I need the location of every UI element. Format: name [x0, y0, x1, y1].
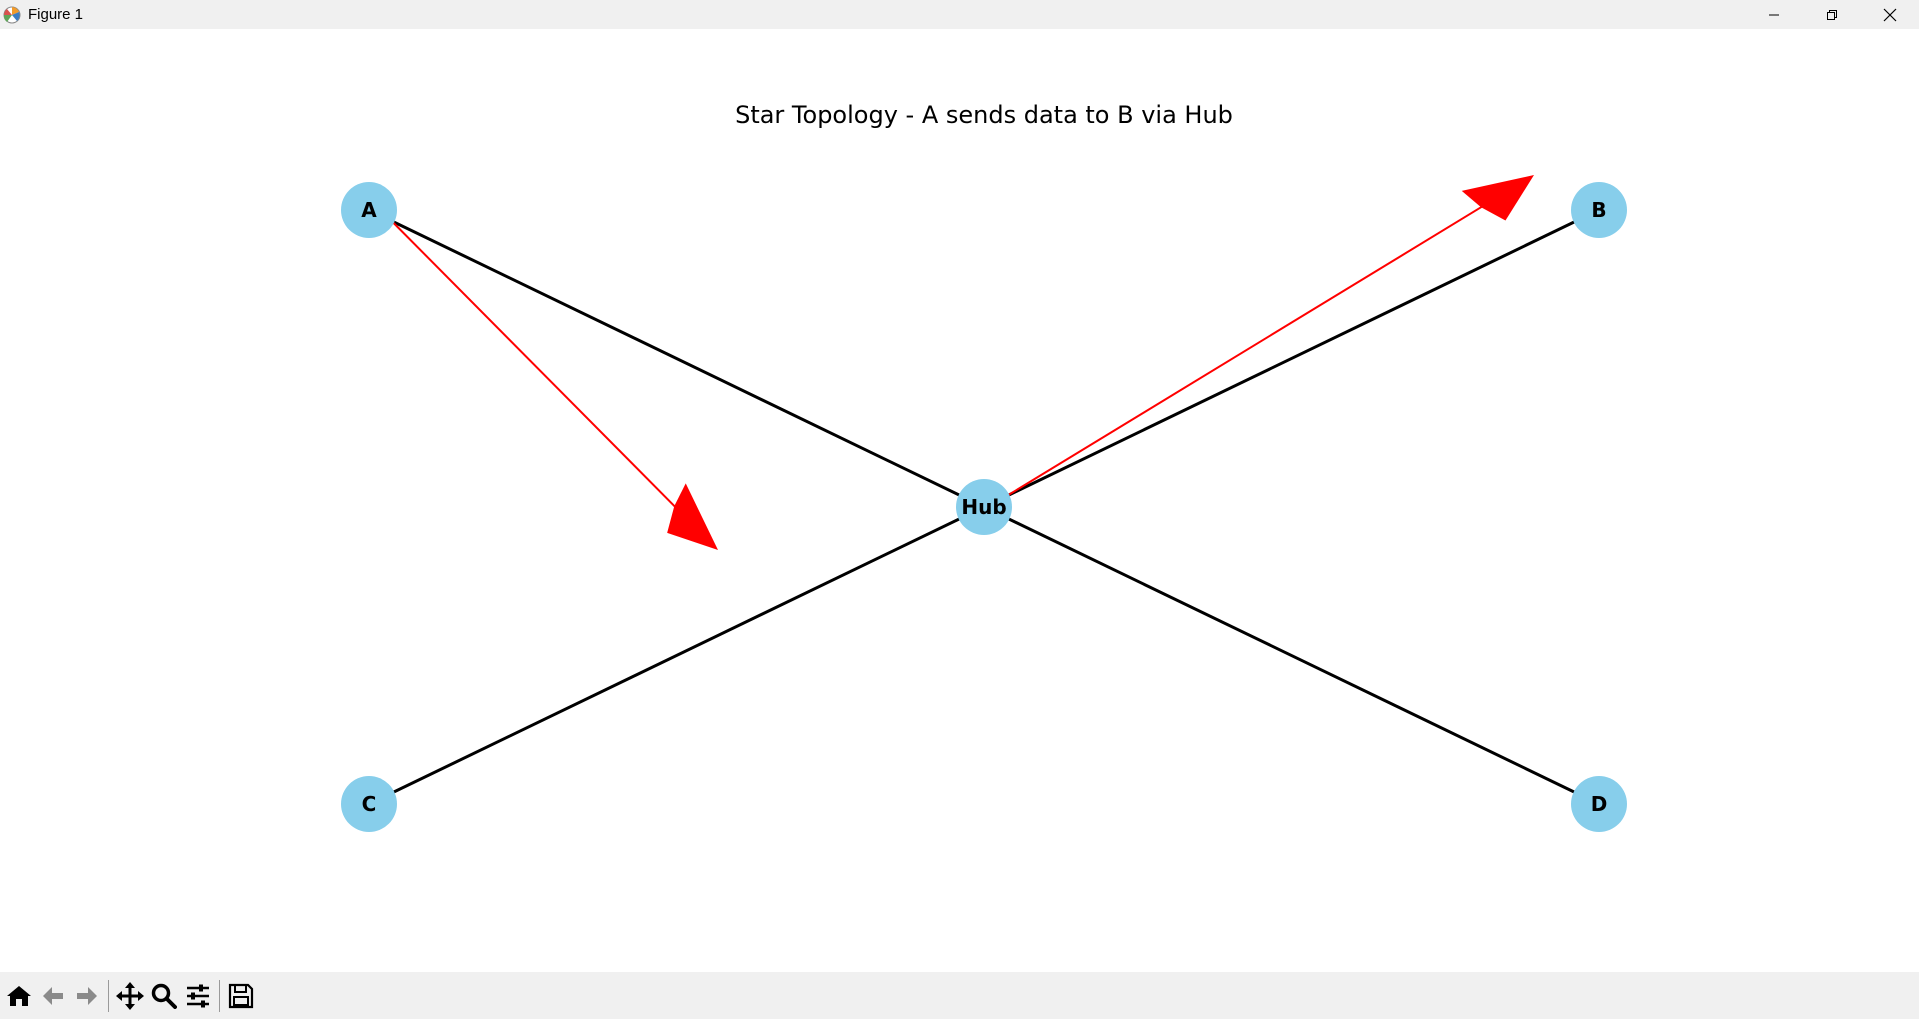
node-circle	[956, 479, 1012, 535]
edge-c-hub	[368, 505, 985, 806]
navigation-toolbar	[0, 972, 1919, 1019]
figure-canvas[interactable]: Star Topology - A sends data to B via Hu…	[0, 29, 1919, 972]
home-icon	[7, 985, 31, 1006]
edge-d-hub	[983, 505, 1600, 806]
network-chart: Star Topology - A sends data to B via Hu…	[341, 101, 1627, 832]
home-button[interactable]	[2, 976, 36, 1016]
configure-subplots-icon	[187, 984, 209, 1007]
node-label: C	[362, 792, 377, 816]
minimize-icon	[1769, 14, 1779, 15]
pan-icon	[116, 981, 144, 1010]
matplotlib-logo-icon	[2, 5, 22, 25]
data-flow-arrow-a-hub	[390, 220, 718, 550]
edges-layer	[368, 208, 1600, 806]
back-button[interactable]	[36, 976, 70, 1016]
edge-b-hub	[983, 208, 1600, 509]
node-label: B	[1591, 198, 1606, 222]
save-button[interactable]	[224, 976, 258, 1016]
node-a: A	[341, 182, 397, 238]
node-circle	[1571, 182, 1627, 238]
node-label: Hub	[961, 495, 1006, 519]
data-flow-arrow-hub-b	[1005, 175, 1534, 497]
close-icon	[1883, 8, 1897, 21]
node-circle	[1571, 776, 1627, 832]
pan-button[interactable]	[113, 976, 147, 1016]
arrows-layer	[390, 175, 1534, 550]
arrow-head	[1461, 175, 1534, 221]
chart-title: Star Topology - A sends data to B via Hu…	[735, 101, 1233, 129]
toolbar-separator	[219, 979, 220, 1012]
node-circle	[341, 776, 397, 832]
zoom-icon	[151, 983, 177, 1009]
node-b: B	[1571, 182, 1627, 238]
arrow-head	[667, 483, 718, 550]
edge-a-hub	[368, 208, 985, 509]
window-title: Figure 1	[28, 6, 84, 23]
toolbar-separator	[108, 979, 109, 1012]
restore-button[interactable]	[1803, 0, 1861, 29]
close-button[interactable]	[1861, 0, 1919, 29]
node-circle	[341, 182, 397, 238]
back-icon	[43, 986, 63, 1005]
forward-button[interactable]	[70, 976, 104, 1016]
save-icon	[228, 983, 254, 1008]
configure-subplots-button[interactable]	[181, 976, 215, 1016]
minimize-button[interactable]	[1745, 0, 1803, 29]
title-bar: Figure 1	[0, 0, 1919, 29]
node-c: C	[341, 776, 397, 832]
forward-icon	[77, 986, 97, 1005]
node-label: A	[361, 198, 377, 222]
arrow-shaft	[1005, 205, 1484, 497]
nodes-layer: A B C D Hub	[341, 182, 1627, 832]
window-controls	[1745, 0, 1919, 29]
node-d: D	[1571, 776, 1627, 832]
node-hub: Hub	[956, 479, 1012, 535]
arrow-shaft	[390, 220, 677, 509]
restore-icon	[1827, 9, 1837, 20]
node-label: D	[1591, 792, 1608, 816]
zoom-button[interactable]	[147, 976, 181, 1016]
